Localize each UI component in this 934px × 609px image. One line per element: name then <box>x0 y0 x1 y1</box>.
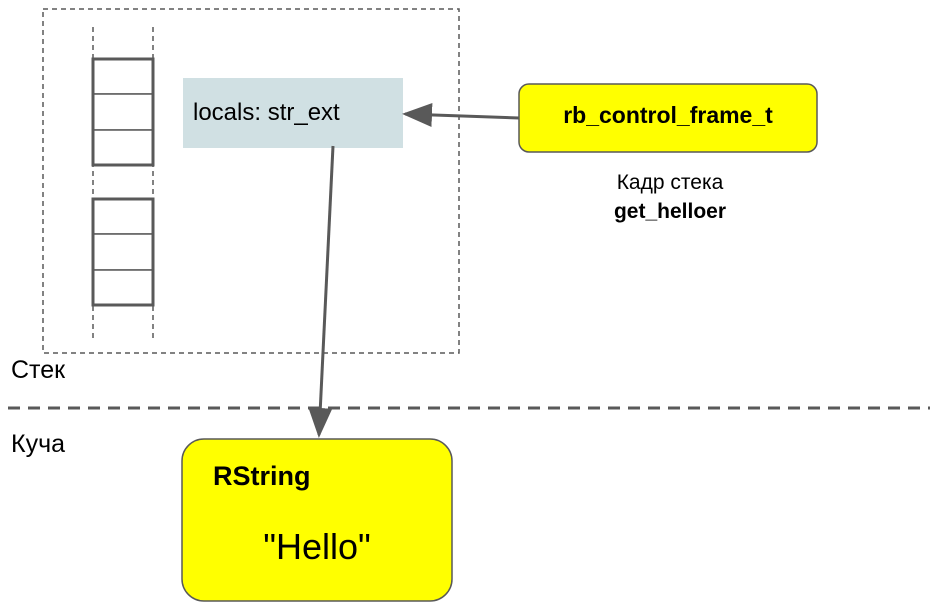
stack-slot <box>92 93 154 131</box>
stack-label: Стек <box>11 356 66 384</box>
stack-region-outline <box>42 8 460 354</box>
stack-slot <box>92 58 154 95</box>
rstring-type-label: RString <box>213 461 311 491</box>
stack-frame-border <box>91 197 155 307</box>
control-frame-caption-line2: get_helloer <box>613 200 727 223</box>
arrow-control-frame-to-locals <box>402 102 520 127</box>
stack-frame-border <box>91 57 155 167</box>
control-frame-caption-line1: Кадр стека <box>616 171 724 194</box>
heap-label: Куча <box>11 430 65 458</box>
arrow-locals-to-rstring <box>308 145 335 438</box>
locals-label: locals: str_ext <box>193 99 340 126</box>
rstring-box <box>181 438 453 602</box>
stack-slot <box>92 269 154 306</box>
locals-box <box>183 78 403 148</box>
stack-frame-1 <box>91 57 155 167</box>
control-frame-label: rb_control_frame_t <box>563 102 773 128</box>
stack-slot <box>92 129 154 166</box>
stack-frame-2 <box>91 197 155 307</box>
rstring-value-label: "Hello" <box>263 526 371 567</box>
stack-slot <box>92 233 154 271</box>
stack-slot <box>92 198 154 235</box>
